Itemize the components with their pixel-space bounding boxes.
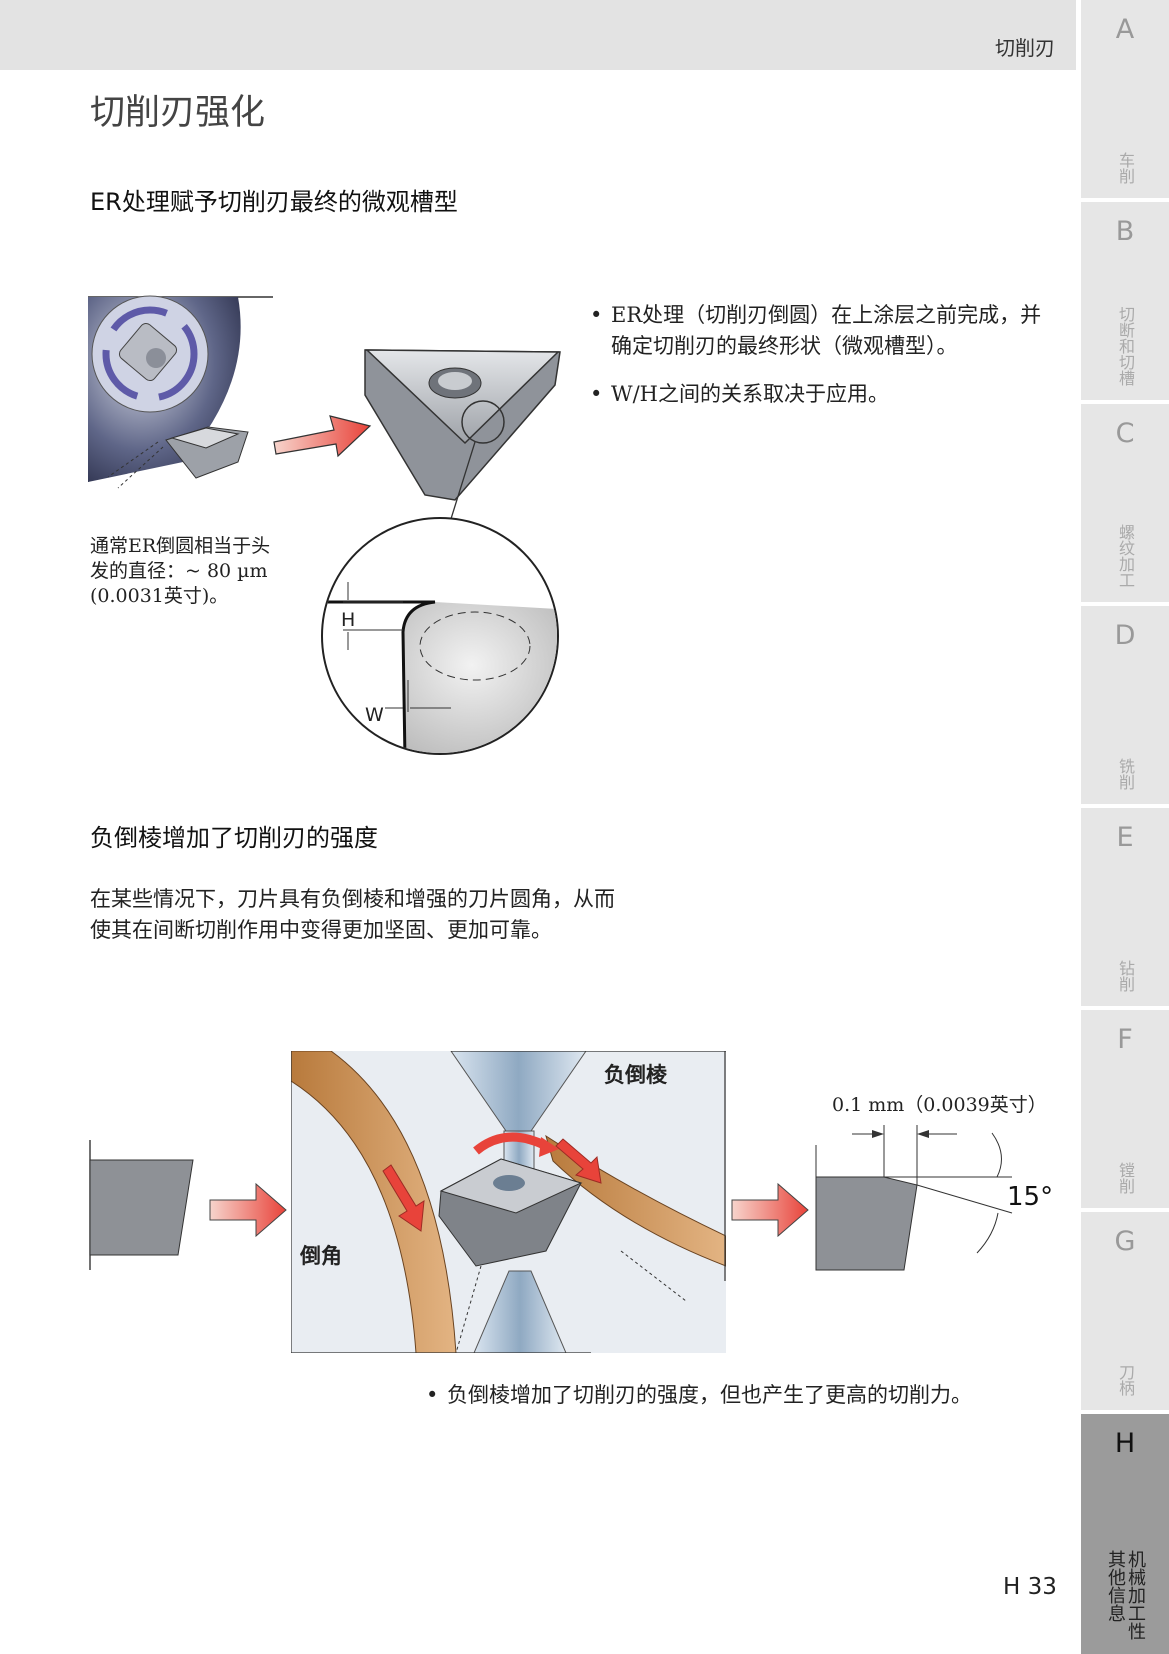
figure-caption: 通常ER倒圆相当于头 发的直径：~ 80 µm (0.0031英寸)。: [90, 534, 310, 609]
workpiece-ring-left: [291, 1051, 457, 1353]
header-title: 切削刃: [995, 36, 1055, 60]
side-tab-h[interactable]: H 机械加工性 其他信息: [1081, 1414, 1169, 1654]
tab-letter: F: [1117, 1024, 1133, 1055]
angle-line: [916, 1184, 1013, 1214]
tab-letter: A: [1115, 14, 1135, 45]
tab-label: 车削: [1116, 152, 1135, 184]
tab-label: 机械加工性 其他信息: [1105, 1550, 1146, 1640]
arrow-shape: [273, 415, 372, 458]
edge-outline: [323, 600, 436, 753]
tab-label-line: 镗削: [1116, 1162, 1135, 1194]
angle-label: 15°: [1007, 1182, 1053, 1212]
tab-label-line: 钻削: [1116, 960, 1135, 992]
page-number: H 33: [1003, 1574, 1057, 1600]
arrow-shape: [209, 1182, 287, 1238]
page-title: 切削刃强化: [90, 93, 266, 133]
insert-profile-left: [89, 1140, 194, 1270]
profile-shape: [815, 1176, 918, 1271]
caption-line: (0.0031英寸)。: [90, 585, 229, 607]
rotation-arrow: [102, 306, 198, 402]
header-bar: [0, 0, 1076, 70]
tab-letter: B: [1115, 216, 1135, 247]
tab-label: 刀柄: [1116, 1364, 1135, 1396]
side-tab-strip: A 车削 B 切断和切槽 C 螺纹加工 D 铣削 E 钻削 F 镗削 G 刀柄 …: [1081, 0, 1169, 1654]
profile-shape: [89, 1159, 194, 1256]
milling-scene-figure: 负倒棱 倒角: [291, 1051, 726, 1353]
label-chamfer: 倒角: [299, 1244, 342, 1268]
tab-label: 钻削: [1116, 960, 1135, 992]
tab-label-line: 其他信息: [1105, 1550, 1126, 1622]
feed-arrow-right: [555, 1138, 602, 1184]
angle-arc-top: [991, 1132, 1002, 1178]
tab-label: 切断和切槽: [1116, 306, 1135, 386]
insert-hole-inner: [438, 372, 472, 390]
tab-label-line: 机械加工性: [1125, 1550, 1146, 1640]
red-arrow-3: [731, 1182, 809, 1238]
tab-label: 螺纹加工: [1116, 524, 1135, 588]
negative-land-detail: 15°: [815, 1125, 1053, 1271]
bullet-item: ER处理（切削刃倒圆）在上涂层之前完成，并确定切削刃的最终形状（微观槽型）。: [586, 300, 1046, 362]
side-tab-b[interactable]: B 切断和切槽: [1081, 202, 1169, 400]
edge-profile: [403, 602, 557, 753]
side-tab-f[interactable]: F 镗削: [1081, 1010, 1169, 1208]
tab-label-line: 铣削: [1116, 758, 1135, 790]
dash-line: [620, 1250, 687, 1302]
label-negative-land: 负倒棱: [604, 1063, 668, 1087]
tab-letter: G: [1114, 1226, 1136, 1257]
tab-letter: E: [1116, 822, 1134, 853]
side-tab-e[interactable]: E 钻削: [1081, 808, 1169, 1006]
dash-line-2: [117, 446, 164, 489]
side-tab-c[interactable]: C 螺纹加工: [1081, 404, 1169, 602]
dim-arrowhead: [917, 1130, 929, 1138]
tab-label: 铣削: [1116, 758, 1135, 790]
angle-arc-bottom: [976, 1212, 999, 1254]
bullet-item: W/H之间的关系取决于应用。: [586, 379, 1046, 410]
rotation-arrow-red: [473, 1132, 549, 1155]
shaft-end: [146, 348, 166, 368]
section2-paragraph: 在某些情况下，刀片具有负倒棱和增强的刀片圆角，从而 使其在间断切削作用中变得更加…: [90, 884, 770, 946]
tab-label-line: 刀柄: [1116, 1364, 1135, 1396]
arrow-shape: [731, 1182, 809, 1238]
label-w: W: [365, 704, 384, 726]
section-heading-negative-land: 负倒棱增加了切削刃的强度: [90, 824, 378, 852]
tab-letter: D: [1114, 620, 1136, 651]
dash-line-1: [107, 441, 159, 478]
section-heading-er: ER处理赋予切削刃最终的微观槽型: [90, 188, 458, 216]
tab-label: 镗削: [1116, 1162, 1135, 1194]
tab-letter: C: [1115, 418, 1135, 449]
red-arrow-2: [209, 1182, 287, 1238]
feed-arrow-left: [382, 1164, 425, 1232]
edge-ellipse: [419, 611, 531, 681]
red-arrow-1: [273, 415, 372, 458]
tab-label-line: 螺纹加工: [1116, 524, 1135, 588]
insert-detail-figure: H W: [321, 349, 561, 755]
side-tab-g[interactable]: G 刀柄: [1081, 1212, 1169, 1410]
side-tab-a[interactable]: A 车削: [1081, 0, 1169, 198]
tab-label-line: 切断和切槽: [1116, 306, 1135, 386]
section2-bullets: 负倒棱增加了切削刃的强度，但也产生了更高的切削力。: [422, 1380, 1022, 1428]
side-tab-d[interactable]: D 铣削: [1081, 606, 1169, 804]
section1-bullets: ER处理（切削刃倒圆）在上涂层之前完成，并确定切削刃的最终形状（微观槽型）。 W…: [586, 300, 1046, 427]
label-h: H: [341, 609, 355, 631]
dim-arrowhead: [872, 1130, 884, 1138]
paragraph-line: 使其在间断切削作用中变得更加坚固、更加可靠。: [90, 918, 552, 942]
dimension-label: 0.1 mm（0.0039英寸）: [832, 1094, 1047, 1116]
small-insert-top: [170, 427, 240, 449]
grinding-wheel-figure: [88, 295, 273, 489]
caption-line: 通常ER倒圆相当于头: [90, 535, 271, 557]
bullet-item: 负倒棱增加了切削刃的强度，但也产生了更高的切削力。: [422, 1380, 1022, 1411]
spindle-bottom: [473, 1270, 567, 1353]
tab-letter: H: [1114, 1428, 1136, 1459]
caption-line: 发的直径：~ 80 µm: [90, 560, 268, 582]
magnify-ring: [461, 400, 505, 444]
rotation-arrowhead: [539, 1137, 559, 1157]
magnify-line: [449, 441, 476, 523]
paragraph-line: 在某些情况下，刀片具有负倒棱和增强的刀片圆角，从而: [90, 887, 615, 911]
tab-label-line: 车削: [1116, 152, 1135, 184]
insert-hole: [493, 1175, 525, 1191]
